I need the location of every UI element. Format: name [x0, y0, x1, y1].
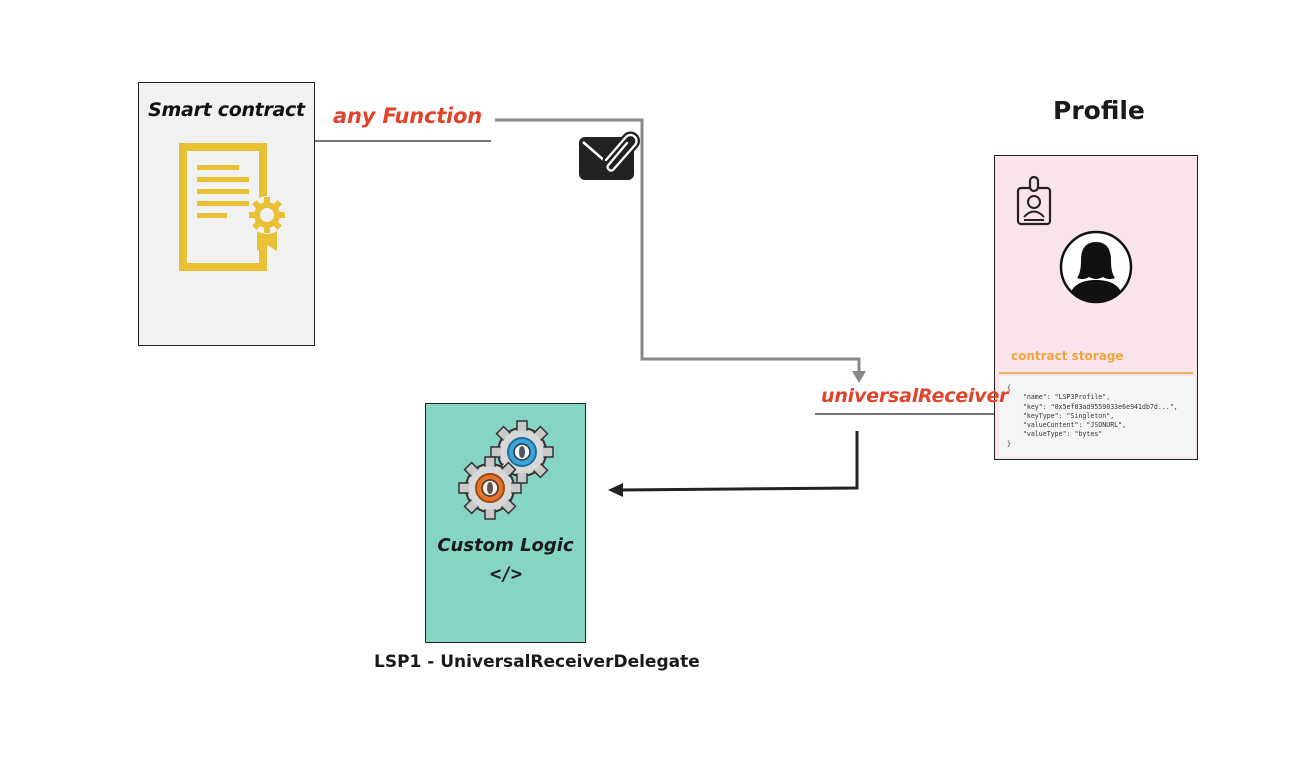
custom-logic-box: Custom Logic </>: [425, 403, 586, 643]
envelope-attachment-icon: [579, 131, 640, 180]
id-badge-icon: [1016, 175, 1052, 226]
universal-receiver-label: universalReceiver: [821, 385, 1009, 407]
call-arrowhead: [852, 371, 866, 383]
profile-box: contract storage { "name": "LSP3Profile"…: [994, 155, 1198, 460]
gears-icon: [458, 420, 554, 520]
smart-contract-title: Smart contract: [148, 99, 305, 121]
user-avatar-icon: [1059, 230, 1133, 304]
storage-code-text: { "name": "LSP3Profile", "key": "0x5ef83…: [1007, 384, 1178, 448]
code-symbol-icon: </>: [489, 563, 522, 585]
storage-code-block: { "name": "LSP3Profile", "key": "0x5ef83…: [999, 376, 1195, 457]
call-arrow-path: [495, 118, 861, 372]
smart-contract-box: Smart contract: [138, 82, 315, 346]
profile-title: Profile: [1053, 96, 1145, 125]
delegate-arrowhead: [608, 483, 623, 497]
storage-divider: [999, 372, 1193, 374]
lsp1-caption: LSP1 - UniversalReceiverDelegate: [374, 652, 700, 672]
delegate-arrow-path: [619, 431, 859, 492]
any-function-label: any Function: [333, 104, 483, 128]
certificate-icon: [179, 143, 286, 271]
custom-logic-title: Custom Logic: [437, 535, 574, 556]
contract-storage-label: contract storage: [1011, 349, 1124, 363]
